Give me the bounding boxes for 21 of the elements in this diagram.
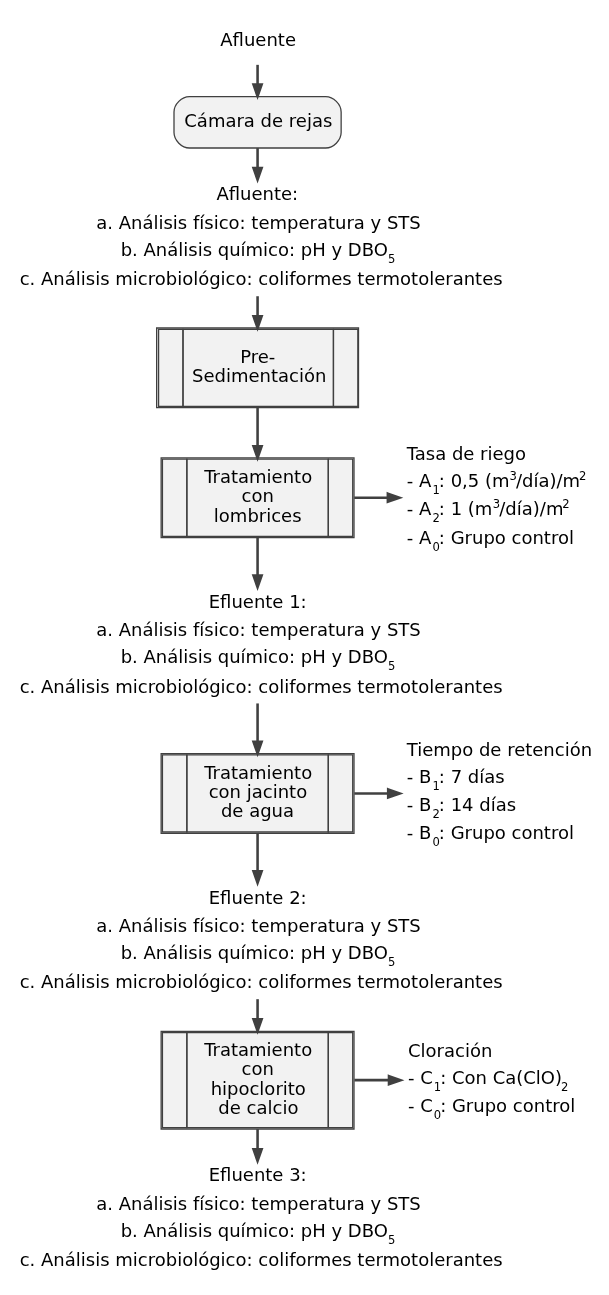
node-text: Tiempo de retención - B$_{1}$: 7 días - B$_{2}$: 14 días - B$_{0}$: Grupo control xyxy=(406,738,593,850)
arrow xyxy=(251,296,264,332)
arrow xyxy=(251,537,264,592)
arrow xyxy=(251,999,264,1035)
arrow xyxy=(251,64,264,101)
arrow xyxy=(354,1074,405,1086)
node-text: Efluente 2: a. Análisis físico: temperatura y STS b. Análisis químico: pH y DBO$_{5}$ c. Análisis microbiológico: coliformes termotolerantes xyxy=(19,886,503,993)
node-text: Efluente 3: a. Análisis físico: temperatura y STS b. Análisis químico: pH y DBO$_{5}$ c. Análisis microbiológico: coliformes termotolerantes xyxy=(19,1164,503,1271)
arrow xyxy=(354,491,404,504)
arrow xyxy=(354,787,404,800)
arrow xyxy=(251,408,264,462)
node-text: Tasa de riego - A$_{1}$: 0,5 (m$^{3}$/día)/m$^{2}$ - A$_{2}$: 1 (m$^{3}$/día)/m$^{2}$ - A$_{0}$: Grupo control xyxy=(406,443,587,554)
node-text: Cloración - C$_{1}$: Con Ca(ClO)$_{2}$ - C$_{0}$: Grupo control xyxy=(408,1039,576,1122)
node-box: Cámara de rejas xyxy=(173,95,342,149)
arrow xyxy=(251,148,264,184)
node-text: Afluente xyxy=(220,29,296,51)
arrow xyxy=(251,833,264,887)
node-text: Efluente 1: a. Análisis físico: temperatura y STS b. Análisis químico: pH y DBO$_{5}$ c. Análisis microbiológico: coliformes termotolerantes xyxy=(19,590,503,697)
arrow xyxy=(251,1129,264,1165)
node-text: Afluente: a. Análisis físico: temperatura y STS b. Análisis químico: pH y DBO$_{5}$ c. Análisis microbiológico: coliformes termotolerantes xyxy=(19,183,503,290)
arrow xyxy=(251,703,264,758)
